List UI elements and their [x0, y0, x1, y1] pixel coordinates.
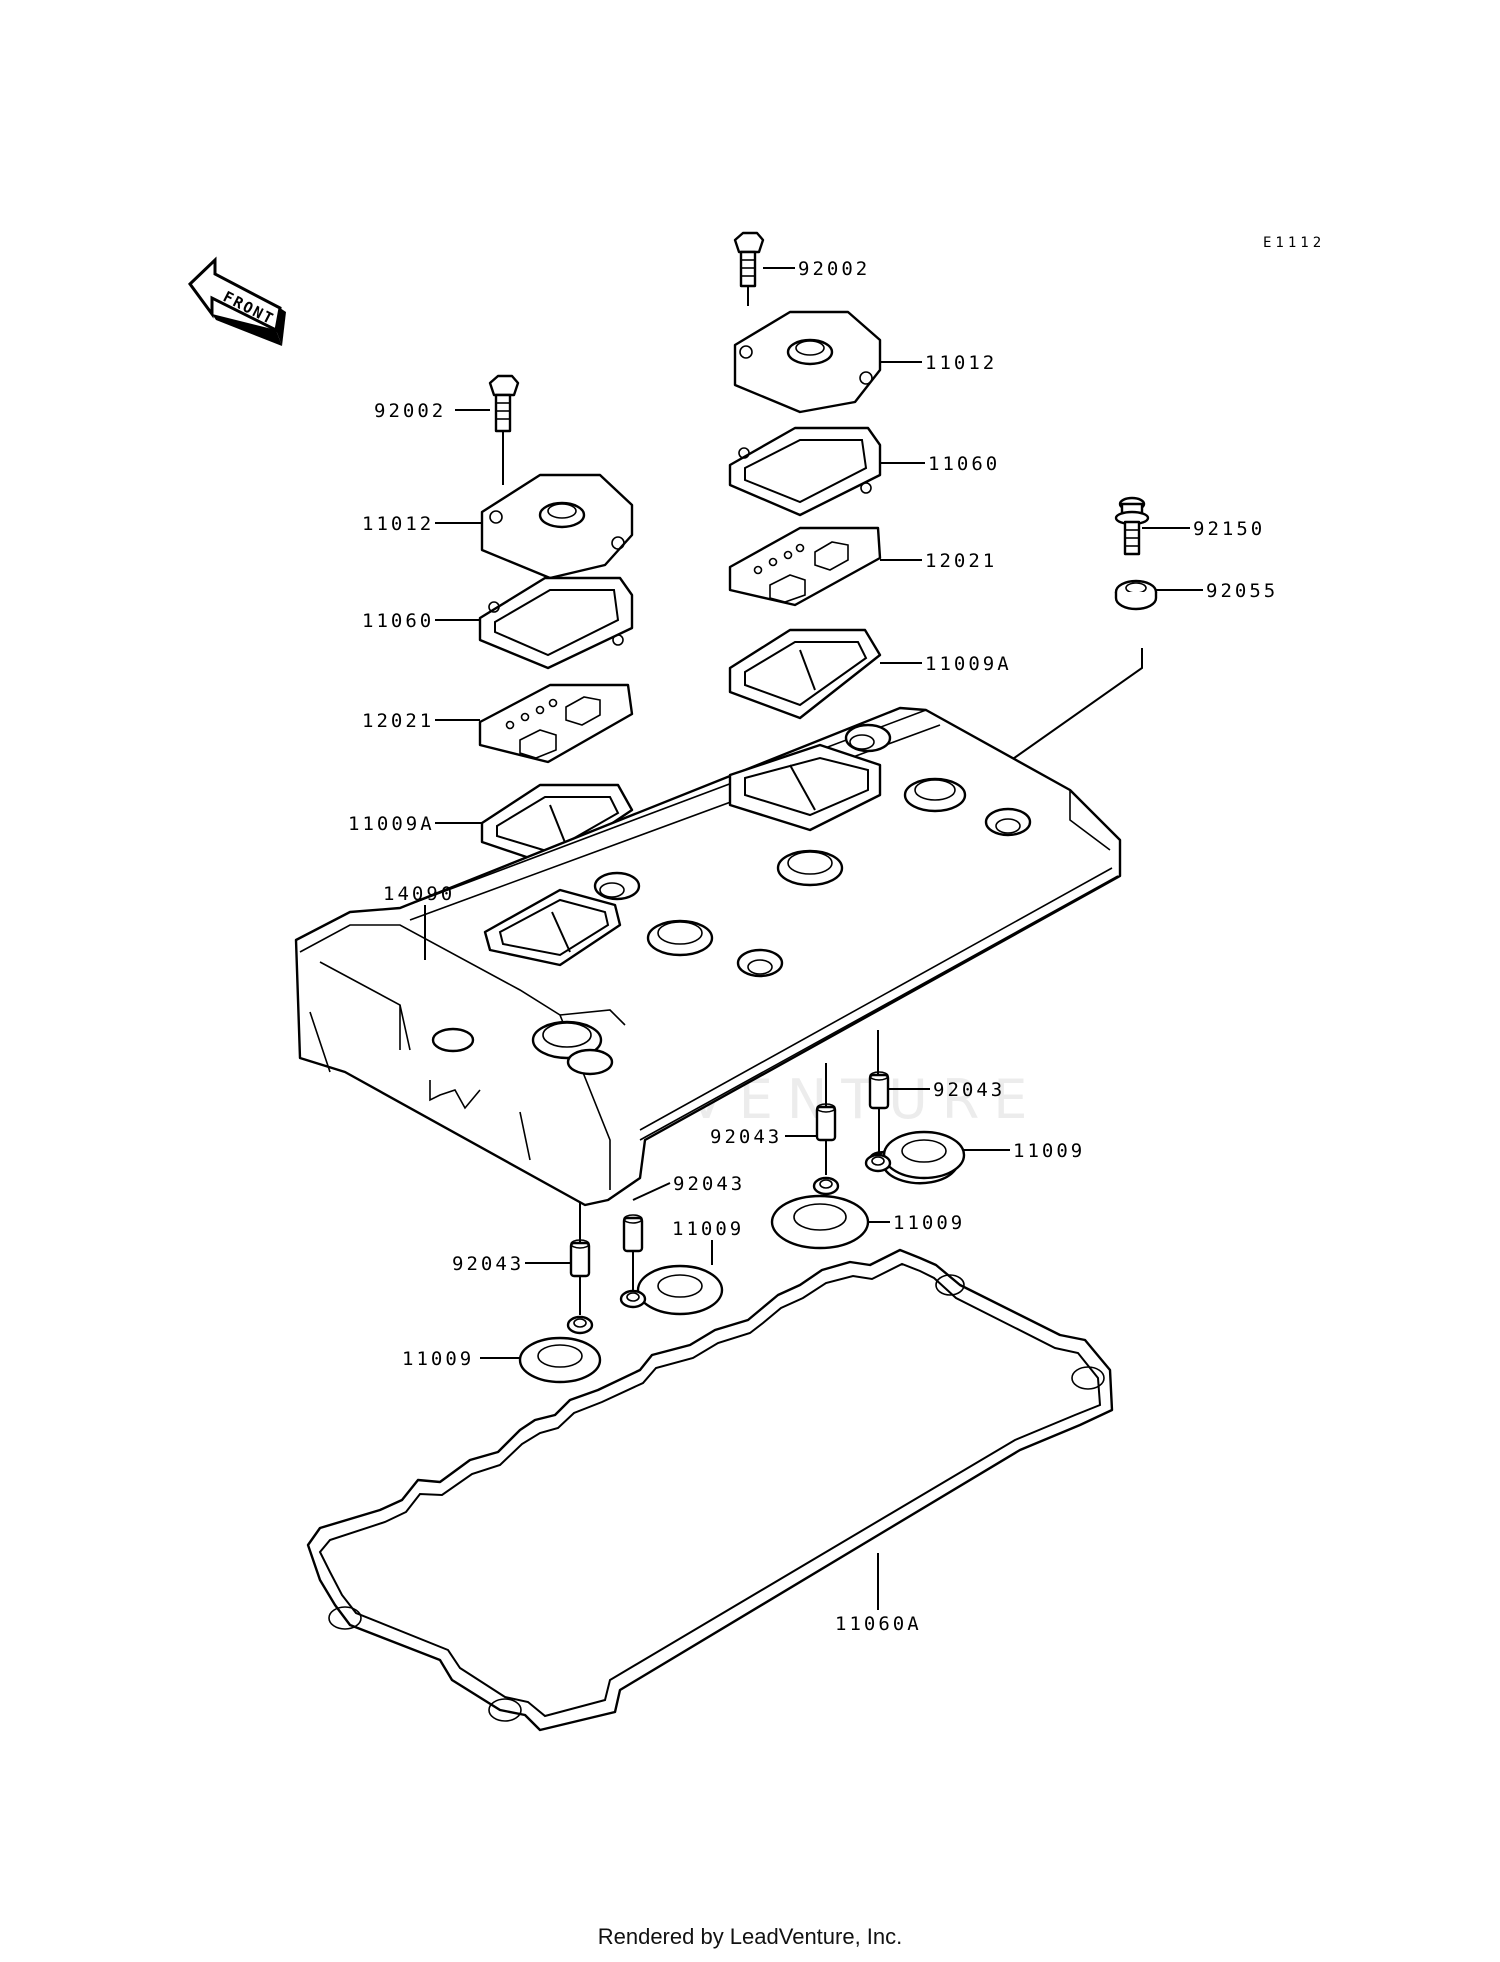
- bolt-92002-right: [733, 231, 765, 306]
- label-92043-4: 92043: [452, 1253, 524, 1275]
- cover-11012-left: [480, 473, 634, 580]
- ring-11009-1: [864, 1130, 966, 1185]
- label-92055: 92055: [1206, 580, 1278, 602]
- ring-11009-4: [518, 1315, 602, 1384]
- ring-11009-3: [619, 1264, 724, 1316]
- dowel-92043-1: [868, 1071, 890, 1110]
- washer-92055: [1114, 579, 1158, 611]
- ring-11009-2: [770, 1176, 870, 1250]
- gasket-11060-right: [728, 426, 882, 517]
- label-11060-left: 11060: [362, 610, 434, 632]
- front-arrow-icon: FRONT: [188, 256, 286, 346]
- footer-credit: Rendered by LeadVenture, Inc.: [597, 1924, 903, 1949]
- label-11009-2: 11009: [893, 1212, 965, 1234]
- label-11009-3: 11009: [672, 1218, 744, 1240]
- bolt-92002-left: [488, 374, 520, 485]
- dowel-92043-4: [569, 1239, 591, 1278]
- label-12021-right: 12021: [925, 550, 997, 572]
- label-92043-1: 92043: [933, 1079, 1005, 1101]
- label-11009a-right: 11009A: [925, 653, 1012, 675]
- label-92002-left: 92002: [374, 400, 446, 422]
- gasket-11060-left: [478, 576, 634, 670]
- label-11012-left: 11012: [362, 513, 434, 535]
- bolt-92150: [1114, 496, 1150, 556]
- plate-12021-right: [728, 526, 882, 607]
- label-92002-right: 92002: [798, 258, 870, 280]
- label-11009a-left: 11009A: [348, 813, 435, 835]
- label-11012-right: 11012: [925, 352, 997, 374]
- label-11060a: 11060A: [835, 1613, 922, 1635]
- dowel-92043-2: [815, 1103, 837, 1142]
- label-11009-1: 11009: [1013, 1140, 1085, 1162]
- label-92150: 92150: [1193, 518, 1265, 540]
- diagram-id: E1112: [1263, 235, 1325, 251]
- plate-12021-left: [478, 683, 634, 764]
- seal-11009a-left: [480, 783, 634, 867]
- label-92043-3: 92043: [673, 1173, 745, 1195]
- head-cover-14090: [294, 706, 1122, 1207]
- label-11060-right: 11060: [928, 453, 1000, 475]
- seal-11009a-right: [728, 628, 882, 720]
- head-gasket-11060a: [306, 1248, 1114, 1732]
- label-12021-left: 12021: [362, 710, 434, 732]
- cover-11012-right: [733, 310, 882, 414]
- dowel-92043-3: [622, 1214, 644, 1253]
- label-14090: 14090: [383, 883, 455, 905]
- label-92043-2: 92043: [710, 1126, 782, 1148]
- label-11009-4: 11009: [402, 1348, 474, 1370]
